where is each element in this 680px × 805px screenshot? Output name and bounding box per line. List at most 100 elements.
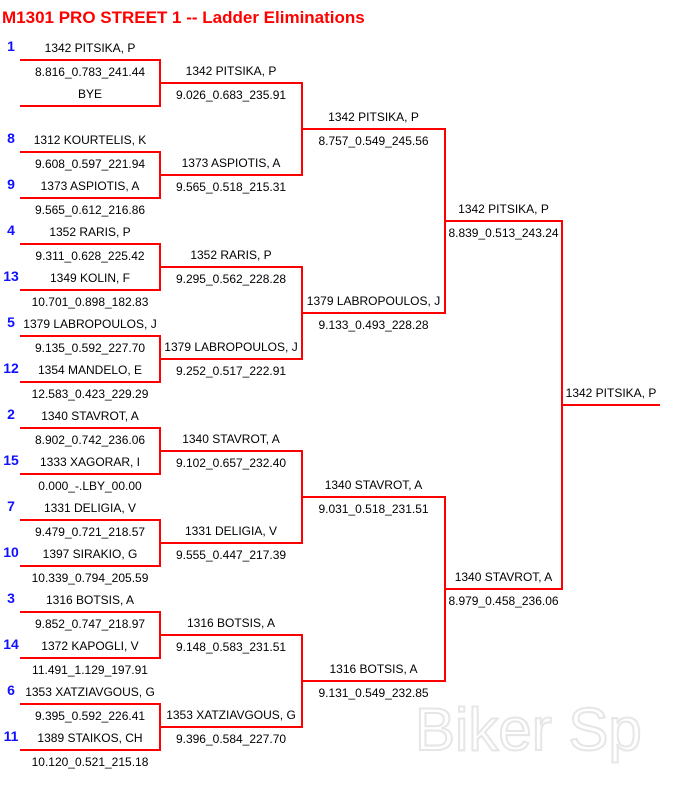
entrant-time: 9.479_0.721_218.57 (34, 525, 146, 539)
entrant-time: 9.608_0.597_221.94 (34, 157, 146, 171)
entrant-time: 9.148_0.583_231.51 (175, 640, 287, 654)
entrant-time: 9.133_0.493_228.28 (318, 318, 429, 332)
entrant-name: 1372 KAPOGLI, V (41, 639, 139, 653)
seed-number: 6 (7, 682, 15, 698)
seed-number: 14 (3, 636, 19, 652)
entrant-time: 8.979_0.458_236.06 (448, 594, 559, 608)
entrant-time: 11.491_1.129_197.91 (32, 663, 148, 677)
entrant-time: 9.395_0.592_226.41 (34, 709, 146, 723)
entrant-time: 10.339_0.794_205.59 (31, 571, 149, 585)
bracket-line (20, 335, 161, 337)
bracket-line (302, 312, 446, 314)
entrant-name: 1379 LABROPOULOS, J (164, 340, 298, 354)
seed-number: 9 (7, 176, 15, 192)
seed-number: 5 (7, 314, 15, 330)
bracket-line (562, 404, 660, 406)
entrant-name: 1352 RARIS, P (190, 248, 272, 262)
bracket-line (20, 473, 161, 475)
entrant-time: 10.701_0.898_182.83 (31, 295, 149, 309)
entrant-time: 9.852_0.747_218.97 (34, 617, 146, 631)
entrant-name: 1379 LABROPOULOS, J (306, 294, 441, 308)
entrant-name: 1316 BOTSIS, A (329, 662, 418, 676)
entrant-name: 1316 BOTSIS, A (186, 616, 276, 630)
seed-number: 12 (3, 360, 19, 376)
bracket-line (160, 542, 303, 544)
entrant-name: BYE (77, 87, 102, 101)
entrant-name: 1373 ASPIOTIS, A (181, 156, 281, 170)
bracket-line (302, 128, 446, 130)
entrant-time: 9.565_0.612_216.86 (34, 203, 146, 217)
seed-number: 11 (3, 728, 19, 744)
seed-number: 4 (7, 222, 15, 238)
entrant-name: 1340 STAVROT, A (41, 409, 139, 423)
bracket-line (20, 519, 161, 521)
entrant-name: 1312 KOURTELIS, K (33, 133, 147, 147)
bracket-line (160, 726, 303, 728)
page-title: M1301 PRO STREET 1 -- Ladder Elimination… (2, 8, 365, 27)
entrant-time: 9.102_0.657_232.40 (175, 456, 287, 470)
entrant-name: 1340 STAVROT, A (454, 570, 553, 584)
entrant-time: 9.295_0.562_228.28 (175, 272, 287, 286)
bracket-line (20, 749, 161, 751)
bracket-line (20, 381, 161, 383)
bracket-line (20, 243, 161, 245)
bracket-line (302, 680, 446, 682)
entrant-time: 9.311_0.628_225.42 (35, 249, 145, 263)
bracket-line (160, 82, 303, 84)
bracket-line (160, 450, 303, 452)
entrant-name: 1353 XATZIAVGOUS, G (166, 708, 296, 722)
entrant-time: 9.252_0.517_222.91 (175, 364, 287, 378)
seed-number: 1 (7, 38, 15, 54)
entrant-time: 8.839_0.513_243.24 (448, 226, 559, 240)
entrant-time: 9.031_0.518_231.51 (318, 502, 429, 516)
bracket-line (20, 565, 161, 567)
bracket-line (20, 657, 161, 659)
entrant-time: 0.000_-.LBY_00.00 (38, 479, 142, 493)
entrant-name: 1353 XATZIAVGOUS, G (25, 685, 155, 699)
bracket-line (20, 105, 161, 107)
entrant-time: 9.396_0.584_227.70 (175, 732, 287, 746)
entrant-name: 1349 KOLIN, F (49, 271, 131, 285)
seed-number: 7 (7, 498, 15, 514)
entrant-name: 1389 STAIKOS, CH (37, 731, 143, 745)
entrant-time: 9.565_0.518_215.31 (175, 180, 287, 194)
entrant-time: 9.135_0.592_227.70 (34, 341, 146, 355)
entrant-name: 1342 PITSIKA, P (185, 64, 277, 78)
bracket-line (20, 703, 161, 705)
bracket-line (445, 220, 563, 222)
entrant-time: 9.026_0.683_235.91 (175, 88, 287, 102)
seed-number: 10 (3, 544, 19, 560)
entrant-name: 1352 RARIS, P (49, 225, 131, 239)
bracket-line (20, 59, 161, 61)
entrant-time: 8.816_0.783_241.44 (34, 65, 146, 79)
bracket-line (160, 358, 303, 360)
entrant-time: 8.757_0.549_245.56 (318, 134, 429, 148)
entrant-name: 1316 BOTSIS, A (45, 593, 135, 607)
seed-number: 13 (3, 268, 19, 284)
watermark-logo: Biker Sp (414, 695, 643, 764)
entrant-name: 1354 MANDELO, E (37, 363, 143, 377)
entrant-name: 1379 LABROPOULOS, J (23, 317, 157, 331)
entrant-name: 1397 SIRAKIO, G (42, 547, 138, 561)
bracket-line (20, 611, 161, 613)
bracket-line (160, 266, 303, 268)
entrant-name: 1342 PITSIKA, P (44, 41, 136, 55)
entrant-name: 1331 DELIGIA, V (43, 501, 137, 515)
bracket-line (302, 496, 446, 498)
seed-number: 15 (3, 452, 19, 468)
entrant-name: 1342 PITSIKA, P (565, 386, 657, 400)
bracket-line (445, 588, 563, 590)
entrant-name: 1340 STAVROT, A (324, 478, 423, 492)
bracket-line (160, 174, 303, 176)
seed-number: 2 (7, 406, 15, 422)
seed-number: 8 (7, 130, 15, 146)
entrant-name: 1342 PITSIKA, P (458, 202, 549, 216)
entrant-name: 1373 ASPIOTIS, A (40, 179, 140, 193)
bracket-line (20, 197, 161, 199)
entrant-time: 10.120_0.521_215.18 (31, 755, 149, 769)
entrant-time: 9.131_0.549_232.85 (318, 686, 429, 700)
entrant-name: 1342 PITSIKA, P (328, 110, 419, 124)
bracket-line (160, 634, 303, 636)
entrant-time: 8.902_0.742_236.06 (34, 433, 146, 447)
entrant-name: 1340 STAVROT, A (182, 432, 280, 446)
